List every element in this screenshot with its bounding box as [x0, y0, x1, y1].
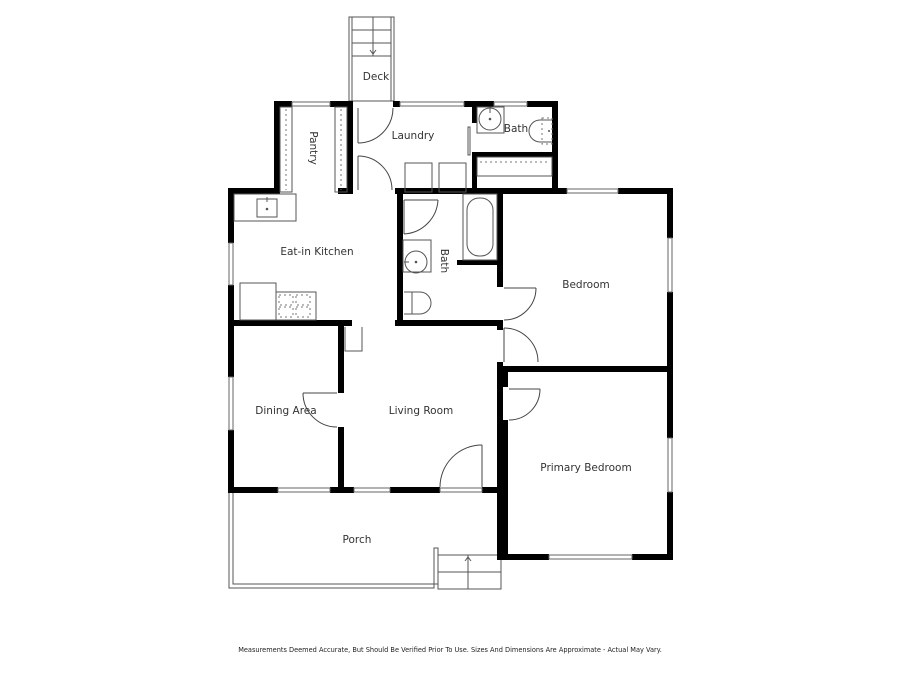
stove-icon	[275, 291, 317, 321]
refrigerator	[239, 282, 277, 321]
disclaimer-text: Measurements Deemed Accurate, But Should…	[238, 646, 662, 654]
room-label-bath-upper: Bath	[504, 123, 528, 135]
door-hall	[503, 327, 539, 363]
door-front	[439, 444, 483, 493]
room-label-laundry: Laundry	[392, 130, 435, 142]
door-bedroom	[503, 287, 537, 321]
walls	[228, 101, 673, 560]
laundry-appliances	[404, 162, 467, 193]
dryer	[438, 162, 467, 193]
porch	[228, 493, 508, 590]
room-label-primary-bedroom: Primary Bedroom	[540, 462, 631, 474]
toilet-icon	[528, 119, 552, 143]
kitchen-fixtures	[233, 193, 317, 321]
door-laundry-kitchen	[357, 155, 393, 191]
deck	[348, 16, 395, 102]
stairs-up-arrow-icon	[464, 556, 472, 572]
door-primary-bedroom	[508, 388, 541, 421]
pantry-shelves	[279, 106, 348, 193]
stairs-down-arrow-icon	[369, 40, 377, 55]
door-dining-living	[302, 392, 338, 428]
toilet-icon	[404, 291, 432, 315]
room-label-pantry: Pantry	[307, 131, 319, 165]
room-label-bedroom: Bedroom	[562, 279, 610, 291]
room-label-dining-area: Dining Area	[255, 405, 316, 417]
room-label-porch: Porch	[343, 534, 372, 546]
room-label-deck: Deck	[363, 71, 390, 83]
room-label-living-room: Living Room	[389, 405, 453, 417]
doors	[302, 107, 541, 493]
washer	[404, 162, 433, 193]
bathtub-icon	[462, 193, 498, 261]
windows	[228, 101, 673, 560]
middle-bath-fixtures	[402, 193, 498, 315]
upper-bath-fixtures	[476, 106, 553, 177]
room-label-bath-middle: Bath	[438, 249, 450, 273]
door-bath-middle	[403, 199, 439, 235]
room-label-eat-in-kitchen: Eat-in Kitchen	[280, 246, 353, 258]
deck-stairs	[352, 17, 391, 57]
porch-stairs	[437, 554, 502, 590]
door-laundry-deck	[357, 107, 394, 144]
room-labels: Deck Laundry Pantry Bath Eat-in Kitchen …	[255, 71, 631, 546]
